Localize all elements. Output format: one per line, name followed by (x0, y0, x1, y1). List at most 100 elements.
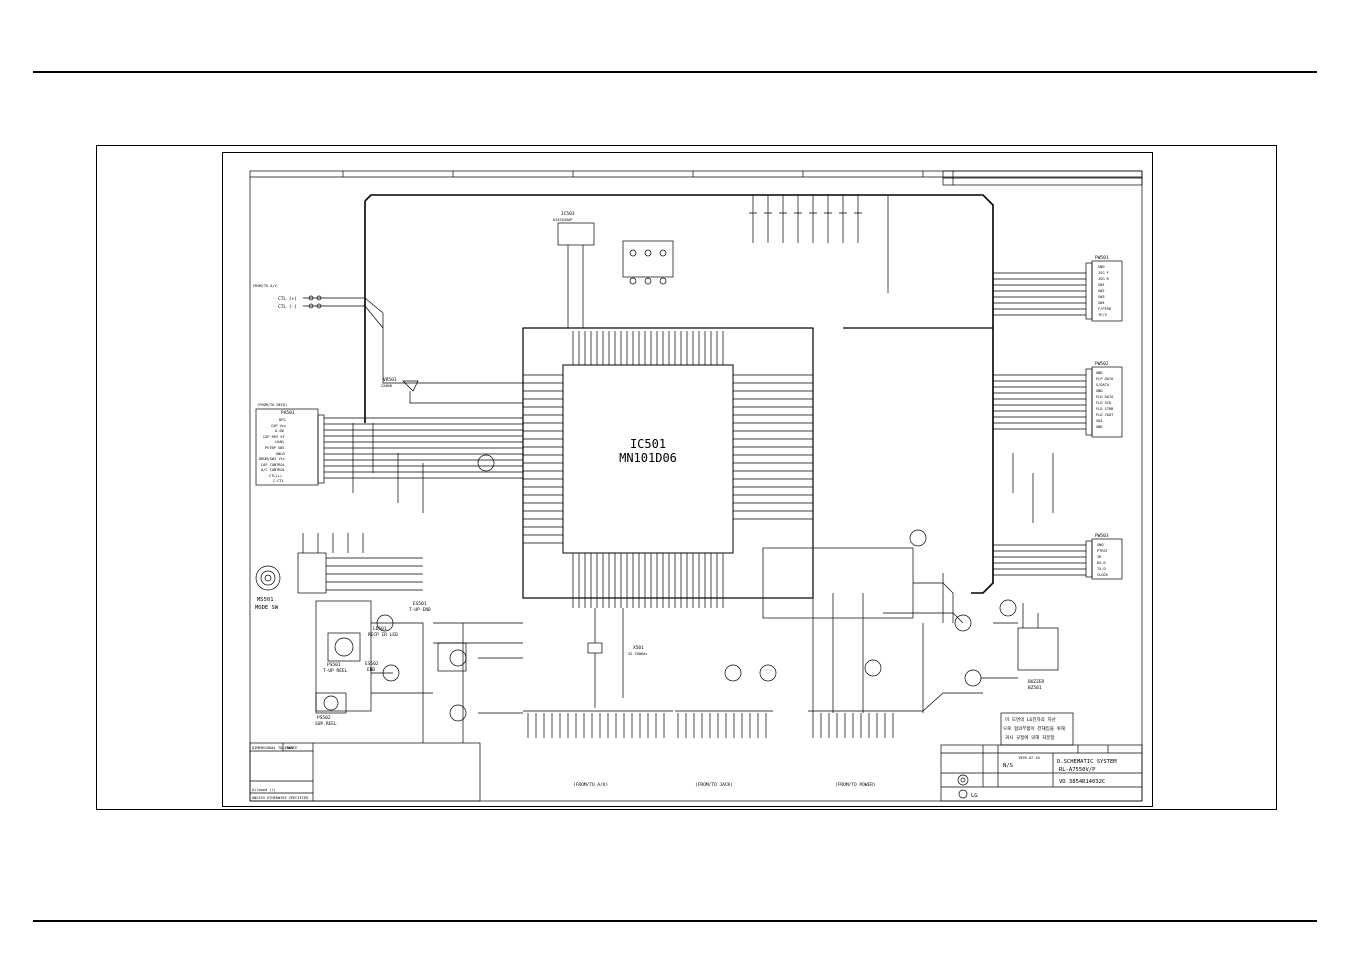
svg-text:SDA: SDA (1096, 419, 1103, 423)
revision-foot: UNLESS OTHERWISE SPECIFIED (252, 796, 308, 800)
schematic-sheet: IC501 MN101D06 (FROM/TO DECK) PA501 DFG … (222, 152, 1153, 807)
note-box (1000, 712, 1074, 746)
diode-array (749, 195, 889, 293)
svg-text:CTL(+): CTL(+) (269, 474, 282, 478)
pw501-connector-body (1091, 260, 1123, 322)
vr501 (402, 380, 419, 392)
maker-logo: LG (971, 793, 978, 799)
svg-text:A.SW: A.SW (275, 429, 284, 433)
svg-text:GND: GND (1098, 265, 1105, 269)
es502-label: END (367, 667, 375, 673)
pw502-ref: PW502 (1095, 361, 1109, 367)
note-line-1: 이 도면의 LG전자의 자산 (1005, 716, 1056, 723)
svg-text:DFG: DFG (279, 418, 286, 422)
pw503-connector-body (1091, 538, 1123, 580)
es501-ref: ES501 (413, 601, 427, 607)
scale-text: N/S (1003, 763, 1013, 769)
main-bus (364, 194, 994, 594)
ps502-box (315, 692, 347, 714)
svg-text:TE/3: TE/3 (1098, 313, 1107, 317)
svg-text:PVTBP SW2: PVTBP SW2 (265, 446, 284, 450)
svg-text:SW2: SW2 (1098, 289, 1105, 293)
sub-connector (622, 240, 674, 278)
svg-text:TX-D: TX-D (1097, 567, 1106, 571)
svg-text:SW4: SW4 (1098, 301, 1105, 305)
note-line-2: 으로 협의부품이 전재임을 위해 (1003, 725, 1065, 732)
svg-text:GND: GND (1097, 543, 1104, 547)
x501-ref: X501 (633, 645, 644, 651)
ic503-ref: IC503 (561, 211, 575, 217)
ic501-body (562, 364, 734, 554)
model-text: RL-A7550V/P (1059, 767, 1096, 773)
doc-number: VD 3854R14032C (1059, 779, 1105, 785)
ic501-right-pins (733, 374, 813, 520)
ps501-ref: PS501 (327, 662, 341, 668)
svg-text:JSG F: JSG F (1098, 271, 1109, 275)
pw502-pin-labels: GND FLP DATA S/DATA GND FLD DATA FLD SCK… (1096, 371, 1114, 429)
note-line-3: 귀사 규정에 의해 처분함 (1005, 734, 1055, 741)
figure-frame (96, 145, 1277, 810)
q-left-box (437, 642, 467, 672)
svg-text:FLD CKOT: FLD CKOT (1096, 413, 1114, 417)
ps502-label: SUP.REEL (315, 721, 337, 727)
ctl-caption: FROM/TO A/V (253, 284, 278, 288)
schematic-diagram: IC501 MN101D06 (FROM/TO DECK) PA501 DFG … (249, 170, 1143, 802)
bottom-rule (33, 920, 1317, 922)
ps502-ref: PS502 (317, 715, 331, 721)
svg-text:SW3: SW3 (1098, 295, 1105, 299)
bottom-label-jack: (FROM/TO JACK) (695, 782, 733, 788)
svg-text:GND: GND (1096, 425, 1103, 429)
svg-text:DRUM/SWI Vcc: DRUM/SWI Vcc (259, 457, 285, 461)
ctl-plus-label: CTL (+) (278, 296, 297, 302)
ps501-label: T-UP REEL (323, 668, 348, 674)
vr501-ref: VR501 (383, 377, 397, 383)
date-text: 1999.07.18 (1018, 756, 1040, 760)
pw503-ref: PW503 (1095, 533, 1109, 539)
title-text: D.SCHEMATIC SYSTEM (1057, 759, 1117, 765)
svg-text:CAP REV VF: CAP REV VF (263, 435, 285, 439)
pa501-ref: PA501 (281, 410, 295, 416)
es501-label: T-UP END (409, 607, 431, 613)
revision-col2: REV (287, 746, 294, 750)
svg-text:UNLD: UNLD (276, 452, 285, 456)
vr501-value: 220KB (381, 384, 392, 388)
ic503-eeprom (557, 222, 595, 246)
pw503-pin-labels: GND PTRST IR RX-D TX-D CLOCK (1097, 543, 1109, 577)
bottom-label-av: (FROM/TO A/V) (573, 782, 608, 788)
pw501-pin-labels: GND JSG F JSG R SW1 SW2 SW3 SW4 F/PTRD T… (1098, 265, 1111, 317)
pw502-connector-body (1091, 366, 1123, 438)
svg-text:RX-D: RX-D (1097, 561, 1106, 565)
revision-table (249, 742, 481, 802)
x501-freq: 32.768KHz (628, 652, 647, 656)
revision-note: Allowed (r) (252, 788, 276, 792)
ld501-label: RECP IR LED (368, 632, 398, 638)
ic503-part: KIA7045AP (553, 218, 572, 222)
svg-text:A/C CONTROL: A/C CONTROL (261, 468, 285, 472)
svg-text:FLD SCK: FLD SCK (1096, 401, 1112, 405)
mode-sw-outer (255, 565, 281, 591)
svg-text:FLD STRB: FLD STRB (1096, 407, 1113, 411)
pw501-ref: PW501 (1095, 255, 1109, 261)
bottom-label-power: (FROM/TO POWER) (835, 782, 876, 788)
pa501-pin-labels: DFG CAP Vcc A.SW CAP REV VF LOAD PVTBP S… (259, 418, 286, 483)
svg-text:GND: GND (1096, 371, 1103, 375)
grid-ticks (342, 171, 924, 177)
svg-text:S/DATA: S/DATA (1096, 383, 1110, 387)
revision-col1: DIMENSIONAL TOLERANCE (252, 746, 297, 750)
es502-ref: ES502 (365, 661, 379, 667)
power-section-frame (762, 547, 914, 619)
svg-text:PTRST: PTRST (1097, 549, 1109, 553)
svg-text:CAP CONTROL: CAP CONTROL (261, 463, 285, 467)
ctl-minus-label: CTL (-) (278, 304, 297, 310)
svg-text:FLP DATA: FLP DATA (1096, 377, 1114, 381)
drawing-border (249, 170, 1143, 802)
svg-text:IR: IR (1097, 555, 1102, 559)
ic501-bottom-pins (572, 553, 724, 608)
svg-text:GND: GND (1096, 389, 1103, 393)
top-rule (33, 71, 1317, 73)
pa501-side-label: (FROM/TO DECK) (257, 403, 287, 407)
ps501-box (327, 632, 361, 662)
sensor-outline (315, 600, 372, 712)
ic501-left-pins (523, 374, 563, 544)
svg-text:C.CTL: C.CTL (273, 479, 284, 483)
